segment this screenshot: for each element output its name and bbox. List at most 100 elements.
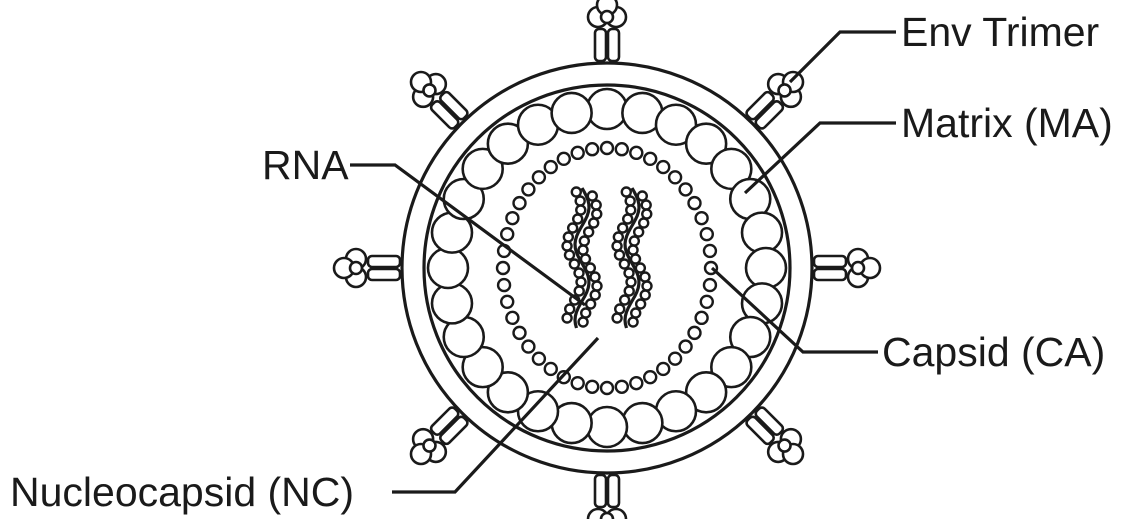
- nucleocapsid-protein: [576, 197, 585, 206]
- capsid-protein: [688, 327, 700, 339]
- capsid-protein: [630, 377, 642, 389]
- nucleocapsid-protein: [642, 282, 651, 291]
- capsid-protein: [522, 183, 534, 195]
- capsid-protein: [601, 382, 613, 394]
- capsid-protein: [616, 143, 628, 155]
- capsid-protein: [497, 262, 509, 274]
- nucleocapsid-protein: [580, 237, 589, 246]
- matrix-protein: [587, 89, 627, 129]
- capsid-protein: [514, 327, 526, 339]
- nucleocapsid-protein: [576, 278, 585, 287]
- capsid-protein: [701, 228, 713, 240]
- capsid-protein: [688, 197, 700, 209]
- capsid-protein: [558, 153, 570, 165]
- nucleocapsid-protein: [625, 269, 634, 278]
- nucleocapsid-protein: [631, 255, 640, 264]
- capsid-protein: [704, 279, 716, 291]
- nucleocapsid-protein: [631, 309, 640, 318]
- capsid-protein: [514, 197, 526, 209]
- capsid-protein: [572, 147, 584, 159]
- capsid-protein: [680, 183, 692, 195]
- nucleocapsid-protein: [641, 273, 650, 282]
- env-stalk: [608, 29, 619, 61]
- nucleocapsid-protein: [570, 260, 579, 269]
- capsid-protein: [601, 142, 613, 154]
- nucleocapsid-protein: [629, 246, 638, 255]
- nucleocapsid-protein: [568, 224, 577, 233]
- nucleocapsid-protein: [623, 215, 632, 224]
- nucleocapsid-protein: [584, 228, 593, 237]
- matrix-protein: [552, 93, 592, 133]
- nucleocapsid-protein: [565, 305, 574, 314]
- env-trimer: [814, 249, 880, 287]
- capsid-protein: [669, 171, 681, 183]
- env-head-core: [601, 11, 613, 23]
- nucleocapsid-protein: [615, 251, 624, 260]
- nucleocapsid-protein: [642, 210, 651, 219]
- capsid-protein: [657, 363, 669, 375]
- capsid-protein: [501, 228, 513, 240]
- nucleocapsid-protein: [641, 291, 650, 300]
- capsid-protein: [680, 341, 692, 353]
- env-trimer: [334, 249, 400, 287]
- nucleocapsid-protein: [576, 206, 585, 215]
- nucleocapsid-protein: [636, 300, 645, 309]
- matrix-protein: [742, 213, 782, 253]
- capsid-protein: [545, 161, 557, 173]
- nucleocapsid-protein: [579, 246, 588, 255]
- nucleocapsid-protein: [592, 210, 601, 219]
- nucleocapsid-protein: [591, 291, 600, 300]
- env-head-core: [601, 513, 613, 519]
- nucleocapsid-protein: [622, 188, 631, 197]
- nucleocapsid-protein: [592, 282, 601, 291]
- nucleocapsid-protein: [636, 264, 645, 273]
- capsid-protein: [533, 353, 545, 365]
- matrix-protein: [622, 403, 662, 443]
- nucleocapsid-label: Nucleocapsid (NC): [10, 469, 354, 515]
- nucleocapsid-protein: [592, 201, 601, 210]
- env-stalk: [595, 475, 606, 507]
- nucleocapsid-protein: [613, 314, 622, 323]
- matrix-protein: [746, 248, 786, 288]
- viral-envelope-inner: [424, 85, 790, 451]
- nucleocapsid-protein: [563, 314, 572, 323]
- nucleocapsid-protein: [634, 228, 643, 237]
- rna-label: RNA: [262, 142, 349, 188]
- env-trimer: [588, 475, 626, 519]
- matrix-label: Matrix (MA): [901, 100, 1113, 146]
- capsid-protein: [657, 161, 669, 173]
- env-trimer: [588, 0, 626, 61]
- nucleocapsid-protein: [588, 192, 597, 201]
- env-trimer-leader: [790, 32, 896, 82]
- capsid-protein: [704, 245, 716, 257]
- nucleocapsid-protein: [642, 201, 651, 210]
- env-stalk: [368, 256, 400, 267]
- env-head-core: [350, 262, 362, 274]
- nucleocapsid-protein: [581, 309, 590, 318]
- capsid-protein: [586, 381, 598, 393]
- nucleocapsid-protein: [638, 192, 647, 201]
- nucleocapsid-protein: [575, 269, 584, 278]
- env-stalk: [595, 29, 606, 61]
- matrix-protein: [428, 248, 468, 288]
- env-stalk: [608, 475, 619, 507]
- nucleocapsid-protein: [618, 224, 627, 233]
- nucleocapsid-protein: [613, 242, 622, 251]
- nucleocapsid-protein: [626, 278, 635, 287]
- capsid-protein: [696, 212, 708, 224]
- capsid-protein: [545, 363, 557, 375]
- nucleocapsid-protein: [573, 215, 582, 224]
- capsid-protein: [498, 279, 510, 291]
- capsid-protein: [644, 153, 656, 165]
- capsid-protein: [501, 296, 513, 308]
- nucleocapsid-protein: [586, 264, 595, 273]
- nucleocapsid-protein: [620, 260, 629, 269]
- nucleocapsid-protein: [630, 237, 639, 246]
- nucleocapsid-protein: [615, 305, 624, 314]
- nucleocapsid-protein: [626, 206, 635, 215]
- env-trimer-label: Env Trimer: [901, 9, 1099, 55]
- nucleocapsid-protein: [579, 318, 588, 327]
- capsid-protein: [630, 147, 642, 159]
- nucleocapsid-protein: [625, 287, 634, 296]
- env-stalk: [368, 269, 400, 280]
